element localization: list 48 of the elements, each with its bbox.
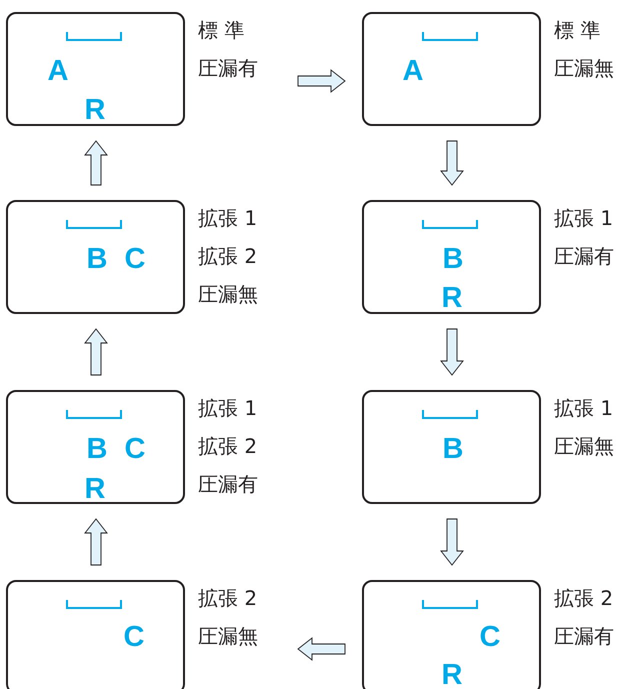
state-label: 拡張 1 [198,396,258,420]
display-letter: B [86,244,108,274]
display-letter: A [402,56,424,86]
display-panel [6,12,185,126]
block-arrow [297,637,346,661]
display-letter: R [442,660,462,689]
state-label: 拡張 1 [198,206,258,230]
state-label: 拡張 1 [554,206,614,230]
block-arrow [440,518,464,566]
state-label: 拡張 2 [198,586,258,610]
block-arrow [440,140,464,186]
display-letter: R [84,95,106,125]
display-letter: C [124,434,146,464]
display-panel [6,390,185,504]
display-letter: B [442,434,464,464]
block-arrow [298,69,346,93]
state-label: 拡張 2 [554,586,614,610]
state-label: 拡張 1 [554,396,614,420]
display-panel [6,580,185,689]
display-letter: B [442,244,464,274]
display-letter: C [124,622,144,652]
block-arrow [84,328,108,376]
display-letter: A [48,56,68,86]
state-label: 標 準 [198,18,244,42]
state-label: 標 準 [554,18,600,42]
block-arrow [84,518,108,566]
state-label: 圧漏無 [198,624,258,648]
state-label: 拡張 2 [198,244,258,268]
display-panel [362,390,541,504]
state-label: 圧漏有 [554,244,614,268]
state-label: 圧漏有 [198,472,258,496]
display-letter: B [86,434,108,464]
state-label: 圧漏無 [554,434,614,458]
display-panel [362,12,541,126]
block-arrow [440,328,464,376]
display-letter: C [480,622,500,652]
state-label: 拡張 2 [198,434,258,458]
state-label: 圧漏有 [554,624,614,648]
state-label: 圧漏無 [554,56,614,80]
display-letter: R [84,474,106,504]
display-panel [362,580,541,689]
state-label: 圧漏無 [198,282,258,306]
block-arrow [84,140,108,186]
display-letter: C [124,244,146,274]
display-panel [6,200,185,314]
display-panel [362,200,541,314]
display-letter: R [442,283,462,313]
state-label: 圧漏有 [198,56,258,80]
